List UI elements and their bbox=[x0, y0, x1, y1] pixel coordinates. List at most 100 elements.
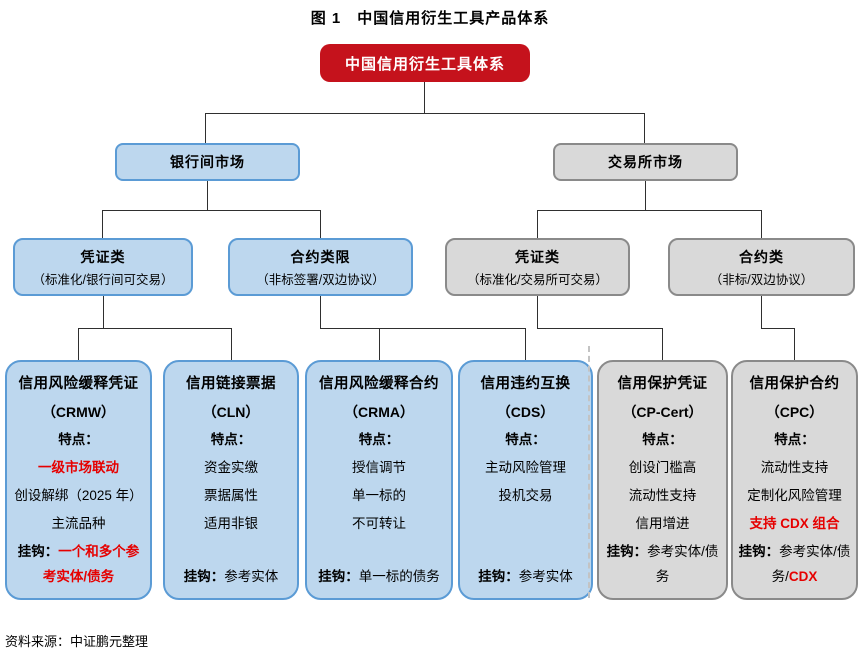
connector-line bbox=[662, 328, 663, 360]
product-name: 信用风险缓释合约 bbox=[319, 376, 439, 392]
product-name: 信用保护合约 bbox=[749, 376, 840, 392]
market-node-exchange: 交易所市场 bbox=[553, 143, 738, 181]
feature-line: 一级市场联动 bbox=[38, 460, 119, 475]
figure-title: 图 1 中国信用衍生工具产品体系 bbox=[310, 10, 550, 27]
product-abbr: （CPC） bbox=[765, 404, 824, 420]
category-title: 合约类 bbox=[739, 249, 784, 265]
connector-line bbox=[761, 328, 795, 329]
feature-line: 单一标的 bbox=[352, 488, 406, 503]
category-subtitle: （标准化/银行间可交易） bbox=[32, 273, 174, 287]
root-node: 中国信用衍生工具体系 bbox=[320, 44, 530, 82]
connector-line bbox=[320, 210, 321, 238]
category-subtitle: （非标签署/双边协议） bbox=[256, 273, 385, 287]
product-abbr: （CP-Cert） bbox=[622, 404, 703, 420]
link-segment: 一个和多个参考实体/债务 bbox=[42, 544, 140, 584]
feature-line: 创设门槛高 bbox=[628, 460, 697, 475]
connector-line bbox=[103, 296, 104, 328]
product-box: 信用保护凭证（CP-Cert）特点：创设门槛高流动性支持信用增进挂钩：参考实体/… bbox=[597, 360, 728, 600]
link-label: 挂钩： bbox=[606, 544, 648, 559]
link-segment: CDX bbox=[788, 569, 818, 584]
feature-line: 主动风险管理 bbox=[485, 460, 566, 475]
features-label: 特点： bbox=[58, 432, 99, 447]
market-node-interbank: 银行间市场 bbox=[115, 143, 300, 181]
product-name: 信用风险缓释凭证 bbox=[18, 376, 139, 392]
connector-line bbox=[537, 328, 663, 329]
product-abbr: （CDS） bbox=[496, 404, 555, 420]
link-segment: 参考实体/债务/ bbox=[771, 544, 851, 584]
connector-line bbox=[102, 210, 103, 238]
product-name: 信用链接票据 bbox=[186, 376, 276, 392]
category-node-interbank-certificate: 凭证类 （标准化/银行间可交易） bbox=[13, 238, 193, 296]
connector-line bbox=[761, 210, 762, 238]
connector-line bbox=[644, 113, 645, 143]
connector-line bbox=[761, 296, 762, 328]
product-abbr: （CLN） bbox=[202, 404, 260, 420]
features-label: 特点： bbox=[505, 432, 546, 447]
connector-line bbox=[78, 328, 79, 360]
connector-line bbox=[231, 328, 232, 360]
feature-line: 资金实缴 bbox=[204, 460, 258, 475]
category-node-exchange-certificate: 凭证类 （标准化/交易所可交易） bbox=[445, 238, 630, 296]
product-name: 信用保护凭证 bbox=[617, 376, 708, 392]
link-label: 挂钩： bbox=[478, 569, 519, 584]
market-divider-dashed-line bbox=[588, 346, 590, 598]
link-label: 挂钩： bbox=[183, 569, 225, 584]
feature-line: 投机交易 bbox=[498, 488, 553, 503]
feature-line: 不可转让 bbox=[352, 516, 406, 531]
feature-line: 票据属性 bbox=[204, 488, 258, 503]
category-title: 凭证类 bbox=[80, 249, 126, 265]
category-subtitle: （标准化/交易所可交易） bbox=[467, 273, 608, 287]
link-line: 挂钩：参考实体/债务 bbox=[602, 539, 723, 589]
connector-line bbox=[320, 328, 526, 329]
feature-line: 主流品种 bbox=[51, 516, 106, 531]
connector-line bbox=[320, 296, 321, 328]
connector-line bbox=[78, 328, 232, 329]
link-segment: 参考实体/债务 bbox=[647, 544, 719, 584]
product-box: 信用风险缓释凭证 （CRMW） 特点： 一级市场联动创设解绑（2025 年） 主流品种挂… bbox=[5, 360, 152, 600]
feature-line: 授信调节 bbox=[352, 460, 406, 475]
link-label: 挂钩： bbox=[738, 544, 780, 559]
category-subtitle: （非标/双边协议） bbox=[709, 273, 814, 287]
feature-line: 创设解绑（2025 年） bbox=[14, 488, 143, 503]
feature-line: 定制化风险管理 bbox=[747, 488, 842, 503]
feature-line: 流动性支持 bbox=[760, 460, 829, 475]
feature-line: 适用非银 bbox=[204, 516, 258, 531]
link-line: 挂钩：一个和多个参考实体/债务 bbox=[10, 539, 147, 589]
link-label: 挂钩： bbox=[17, 544, 59, 559]
product-abbr: （CRMW） bbox=[41, 404, 116, 420]
connector-line bbox=[645, 181, 646, 210]
connector-line bbox=[537, 296, 538, 328]
link-line: 挂钩：参考实体 bbox=[476, 564, 575, 589]
link-segment: 参考实体 bbox=[224, 569, 279, 584]
category-title: 合约类限 bbox=[290, 249, 351, 265]
connector-line bbox=[205, 113, 645, 114]
product-name: 信用违约互换 bbox=[480, 376, 571, 392]
features-label: 特点： bbox=[642, 432, 683, 447]
product-box: 信用违约互换 （CDS） 特点： 主动风险管理投机交易挂钩：参考实体 bbox=[458, 360, 593, 600]
connector-line bbox=[424, 82, 425, 113]
link-line: 挂钩：单一标的债务 bbox=[316, 564, 442, 589]
product-box: 信用风险缓释合约（CRMA）特点：授信调节单一标的不可转让挂钩：单一标的债务 bbox=[305, 360, 453, 600]
link-line: 挂钩：参考实体/债务/CDX bbox=[736, 539, 853, 589]
connector-line bbox=[537, 210, 538, 238]
link-label: 挂钩： bbox=[318, 569, 359, 584]
product-abbr: （CRMA） bbox=[344, 404, 414, 420]
features-label: 特点： bbox=[210, 432, 252, 447]
category-title: 凭证类 bbox=[515, 249, 560, 265]
category-node-exchange-contract: 合约类 （非标/双边协议） bbox=[668, 238, 855, 296]
connector-line bbox=[102, 210, 321, 211]
link-segment: 参考实体 bbox=[518, 569, 573, 584]
product-box: 信用链接票据 （CLN） 特点： 资金实缴票据属性适用非银挂钩：参考实体 bbox=[163, 360, 299, 600]
link-line: 挂钩：参考实体 bbox=[182, 564, 281, 589]
connector-line bbox=[794, 328, 795, 360]
connector-line bbox=[525, 328, 526, 360]
connector-line bbox=[205, 113, 206, 143]
source-note: 资料来源：中证鹏元整理 bbox=[5, 634, 149, 649]
feature-line: 支持 CDX 组合 bbox=[749, 516, 840, 531]
connector-line bbox=[537, 210, 762, 211]
connector-line bbox=[379, 328, 380, 360]
category-node-interbank-contract: 合约类限 （非标签署/双边协议） bbox=[228, 238, 413, 296]
link-segment: 单一标的债务 bbox=[358, 569, 440, 584]
feature-line: 信用增进 bbox=[635, 516, 690, 531]
